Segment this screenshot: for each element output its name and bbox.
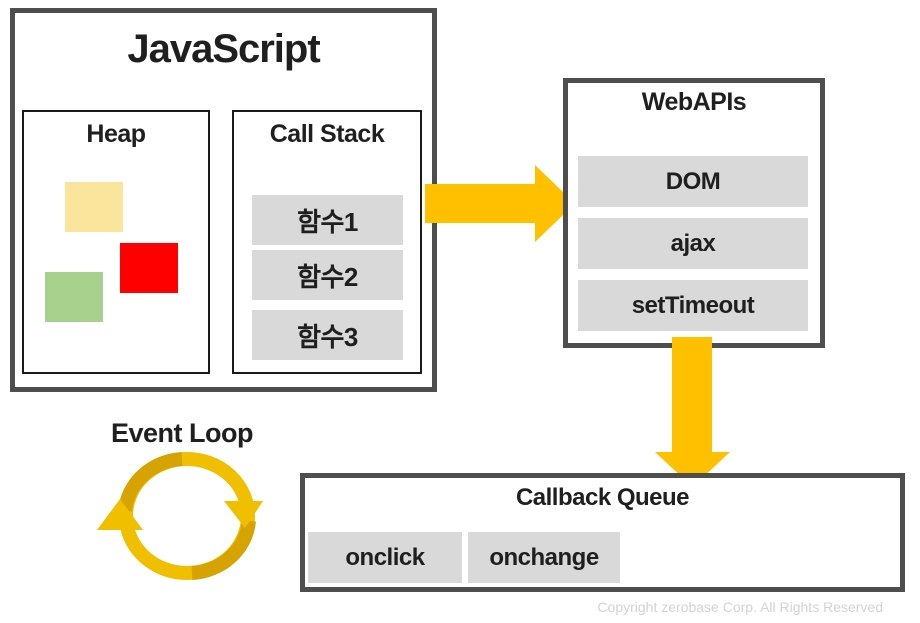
call-stack-item: 함수2	[252, 250, 403, 300]
javascript-title: JavaScript	[127, 27, 320, 71]
callback-item: onclick	[308, 532, 462, 583]
arrow-right-icon	[425, 165, 575, 242]
call-stack-title: Call Stack	[269, 120, 385, 148]
arrow-down-icon	[655, 337, 730, 487]
event-loop-icon	[97, 452, 263, 580]
heap-title: Heap	[86, 120, 146, 148]
callback-queue-title: Callback Queue	[515, 484, 690, 511]
event-loop-label: Event Loop	[111, 418, 254, 448]
webapi-item: setTimeout	[578, 280, 808, 331]
heap-green-block	[45, 272, 103, 322]
callback-item: onchange	[468, 532, 620, 583]
call-stack-item: 함수3	[252, 310, 403, 360]
webapis-title: WebAPIs	[641, 88, 747, 116]
copyright-text: Copyright zerobase Corp. All Rights Rese…	[597, 599, 883, 615]
call-stack-item: 함수1	[252, 195, 403, 245]
webapi-item: ajax	[578, 218, 808, 269]
heap-yellow-block	[65, 182, 123, 232]
heap-box	[22, 110, 210, 374]
webapi-item: DOM	[578, 156, 808, 207]
heap-red-block	[120, 243, 178, 293]
